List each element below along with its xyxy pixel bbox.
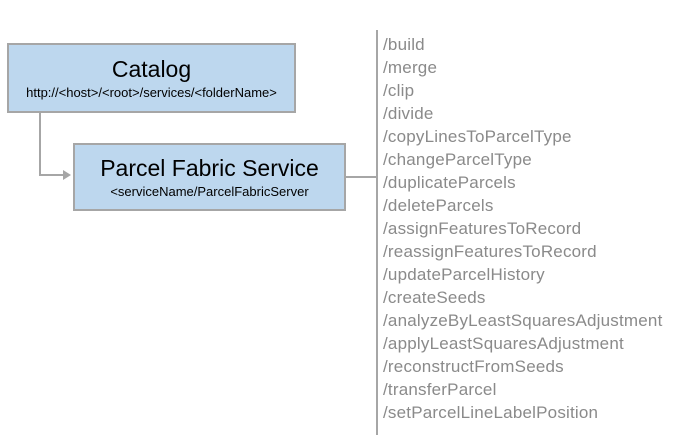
endpoint-item: /applyLeastSquaresAdjustment xyxy=(383,334,624,353)
endpoint-item: /analyzeByLeastSquaresAdjustment xyxy=(383,311,663,330)
endpoint-item: /deleteParcels xyxy=(383,196,494,215)
endpoint-item: /createSeeds xyxy=(383,288,486,307)
catalog-url-template: http://<host>/<root>/services/<folderNam… xyxy=(26,84,277,100)
endpoint-item: /duplicateParcels xyxy=(383,173,516,192)
parcel-fabric-service-node: Parcel Fabric Service <serviceName/Parce… xyxy=(73,143,346,211)
endpoint-item: /reconstructFromSeeds xyxy=(383,357,564,376)
connector-service-to-endpoints-line xyxy=(346,176,376,178)
endpoint-item: /build xyxy=(383,35,425,54)
endpoint-item: /divide xyxy=(383,104,434,123)
catalog-node: Catalog http://<host>/<root>/services/<f… xyxy=(7,43,296,113)
service-name-template: <serviceName/ParcelFabricServer xyxy=(110,183,309,199)
catalog-title: Catalog xyxy=(111,55,192,82)
endpoint-item: /assignFeaturesToRecord xyxy=(383,219,582,238)
connector-arrowhead-icon xyxy=(63,170,71,180)
endpoint-item: /merge xyxy=(383,58,438,77)
endpoints-divider-line xyxy=(376,30,378,435)
endpoint-item: /clip xyxy=(383,81,415,100)
endpoint-list: /build /merge /clip /divide /copyLinesTo… xyxy=(383,33,663,424)
connector-catalog-vertical-line xyxy=(39,111,41,176)
endpoint-item: /reassignFeaturesToRecord xyxy=(383,242,597,261)
endpoint-item: /transferParcel xyxy=(383,380,497,399)
service-title: Parcel Fabric Service xyxy=(100,154,319,181)
endpoint-item: /updateParcelHistory xyxy=(383,265,545,284)
endpoint-item: /setParcelLineLabelPosition xyxy=(383,403,599,422)
endpoint-item: /copyLinesToParcelType xyxy=(383,127,572,146)
connector-catalog-horizontal-line xyxy=(39,174,64,176)
endpoint-item: /changeParcelType xyxy=(383,150,532,169)
